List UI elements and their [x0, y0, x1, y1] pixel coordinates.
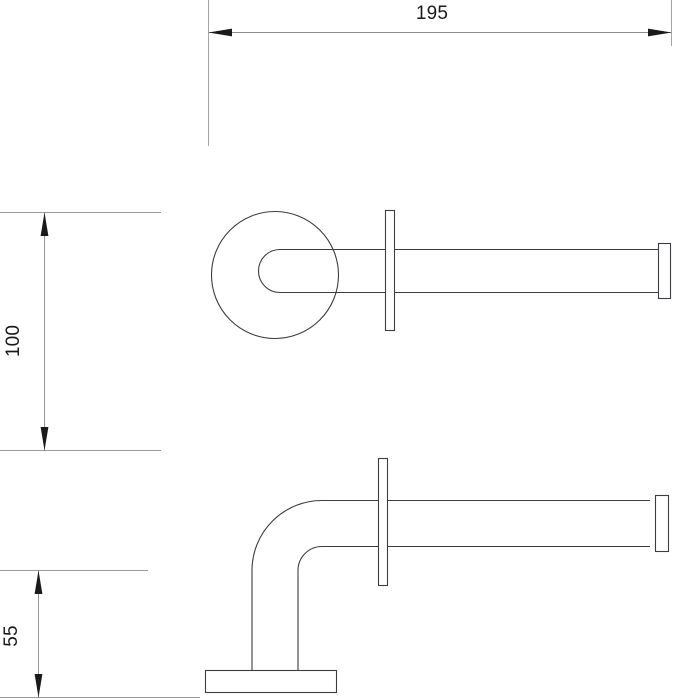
rounded-bar-outline: [257, 248, 668, 294]
circular-wall-flange: [210, 210, 340, 340]
bent-tube-inner-contour: [297, 545, 650, 671]
vertical-stop-plate-front: [384, 209, 396, 332]
rectangular-base-plate: [204, 669, 338, 694]
dimension-100-label: 100: [3, 325, 24, 357]
dimension-100-group: 100: [0, 212, 161, 451]
dimension-195-group: 195: [208, 0, 672, 146]
dimension-195-arrow-left-icon: [208, 28, 232, 37]
dimension-55-arrow-top-icon: [34, 570, 43, 594]
dimension-55-arrow-bottom-icon: [34, 674, 43, 698]
dimension-55-label: 55: [1, 625, 22, 647]
bar-end-cap-side: [654, 494, 670, 553]
bar-end-cap-front: [657, 242, 672, 300]
dimension-100-arrow-bottom-icon: [40, 427, 49, 451]
vertical-stop-plate-side: [377, 457, 389, 587]
dimension-195-arrow-right-icon: [648, 28, 672, 37]
dimension-195-label: 195: [416, 3, 448, 24]
side-elevation-view: [204, 457, 670, 694]
bent-tube-outer-contour: [251, 499, 650, 671]
front-elevation-view: [210, 209, 672, 340]
dimension-100-arrow-top-icon: [40, 212, 49, 236]
dimension-55-group: 55: [0, 570, 200, 698]
